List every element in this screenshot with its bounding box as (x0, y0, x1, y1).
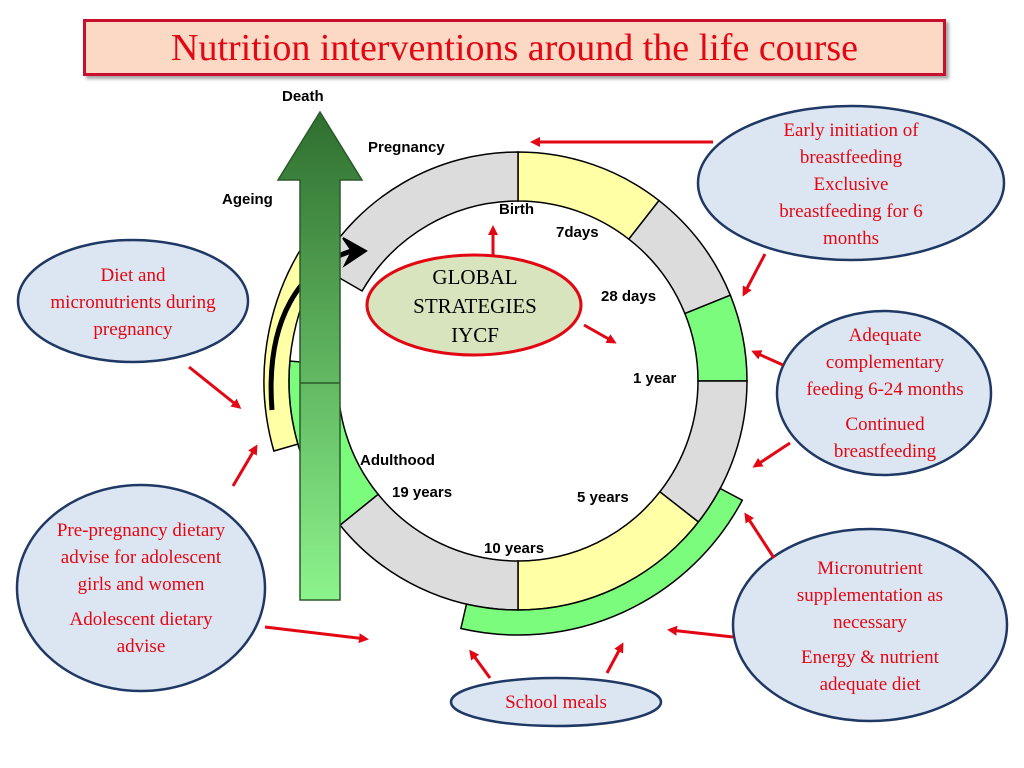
label-19years: 19 years (392, 484, 453, 501)
label-death: Death (282, 88, 324, 105)
prepreg-line-1: Pre-pregnancy dietary (56, 519, 226, 541)
arrow-to-5years (752, 441, 791, 468)
comp-line-3: feeding 6-24 months (806, 378, 964, 400)
arrow-school-left (469, 649, 492, 679)
text-school-meals: School meals (456, 688, 656, 716)
center-line-1: GLOBAL (432, 264, 518, 289)
label-ageing: Ageing (222, 191, 273, 208)
prepreg-line-2: advise for adolescent (60, 546, 222, 568)
label-birth: Birth (499, 201, 534, 218)
adol-line-2: advise (116, 635, 166, 657)
comp-line-2: complementary (825, 351, 945, 373)
arrow-center-to-year (583, 323, 617, 344)
arrow-pre-pregnancy-up (231, 444, 258, 487)
arrow-to-10years-right (744, 512, 776, 559)
arrow-to-1year (751, 350, 784, 367)
text-early-breastfeeding: Early initiation of breastfeeding Exclus… (720, 114, 982, 254)
center-line-2: STRATEGIES (413, 293, 537, 318)
comp-line-1: Adequate (848, 324, 922, 346)
label-pregnancy: Pregnancy (368, 139, 445, 156)
arrow-school-right (605, 642, 624, 674)
diet-line-3: pregnancy (93, 318, 173, 340)
label-1year: 1 year (633, 370, 677, 387)
early-bf-line-2: breastfeeding (799, 146, 903, 168)
adol-line-1: Adolescent dietary (69, 608, 213, 630)
early-bf-line-4: breastfeeding for 6 (779, 200, 923, 222)
text-micronutrient: Micronutrient supplementation as necessa… (750, 548, 990, 704)
center-line-3: IYCF (451, 322, 499, 347)
center-ellipse (365, 253, 583, 357)
ellipse-complementary-feeding (775, 309, 993, 477)
arrow-to-outer-ring (667, 625, 734, 639)
energy-line-2: adequate diet (819, 673, 921, 695)
micro-line-3: necessary (833, 611, 907, 633)
page-title: Nutrition interventions around the life … (171, 26, 858, 69)
diet-line-1: Diet and (100, 264, 166, 286)
early-bf-line-1: Early initiation of (783, 119, 919, 141)
ellipse-micronutrient (731, 527, 1009, 723)
school-meals-label: School meals (505, 691, 607, 713)
title-box: Nutrition interventions around the life … (83, 19, 946, 76)
label-28days: 28 days (601, 288, 657, 305)
ring-segment-pregnancy (318, 151, 519, 293)
ellipse-early-breastfeeding (696, 104, 1006, 262)
micro-line-1: Micronutrient (817, 557, 923, 579)
text-complementary-feeding: Adequate complementary feeding 6-24 mont… (787, 318, 983, 468)
label-7days: 7days (556, 224, 599, 241)
outer-ring-school-age (459, 487, 744, 636)
prepreg-line-3: girls and women (77, 573, 205, 595)
energy-line-1: Energy & nutrient (801, 646, 939, 668)
arrow-adolescent (264, 625, 369, 644)
ageing-curve-head (342, 237, 368, 268)
arrow-to-28days (742, 253, 767, 297)
ellipse-school-meals (449, 676, 663, 728)
death-arrow (276, 110, 364, 601)
early-bf-line-5: months (823, 227, 879, 249)
center-strategies-text: GLOBAL STRATEGIES IYCF (380, 262, 570, 350)
cont-line-2: breastfeeding (833, 440, 937, 462)
label-10years: 10 years (484, 540, 545, 557)
cont-line-1: Continued (845, 413, 925, 435)
arrow-diet-pregnancy (188, 365, 242, 409)
diet-line-2: micronutrients during (50, 291, 216, 313)
early-bf-line-3: Exclusive (813, 173, 889, 195)
label-adulthood: Adulthood (360, 452, 435, 469)
ellipse-pre-pregnancy (15, 483, 267, 693)
text-diet-pregnancy: Diet and micronutrients during pregnancy (30, 260, 236, 344)
ellipse-diet-pregnancy (16, 238, 250, 364)
micro-line-2: supplementation as (796, 584, 944, 606)
label-5years: 5 years (577, 489, 629, 506)
text-pre-pregnancy: Pre-pregnancy dietary advise for adolesc… (30, 508, 252, 668)
